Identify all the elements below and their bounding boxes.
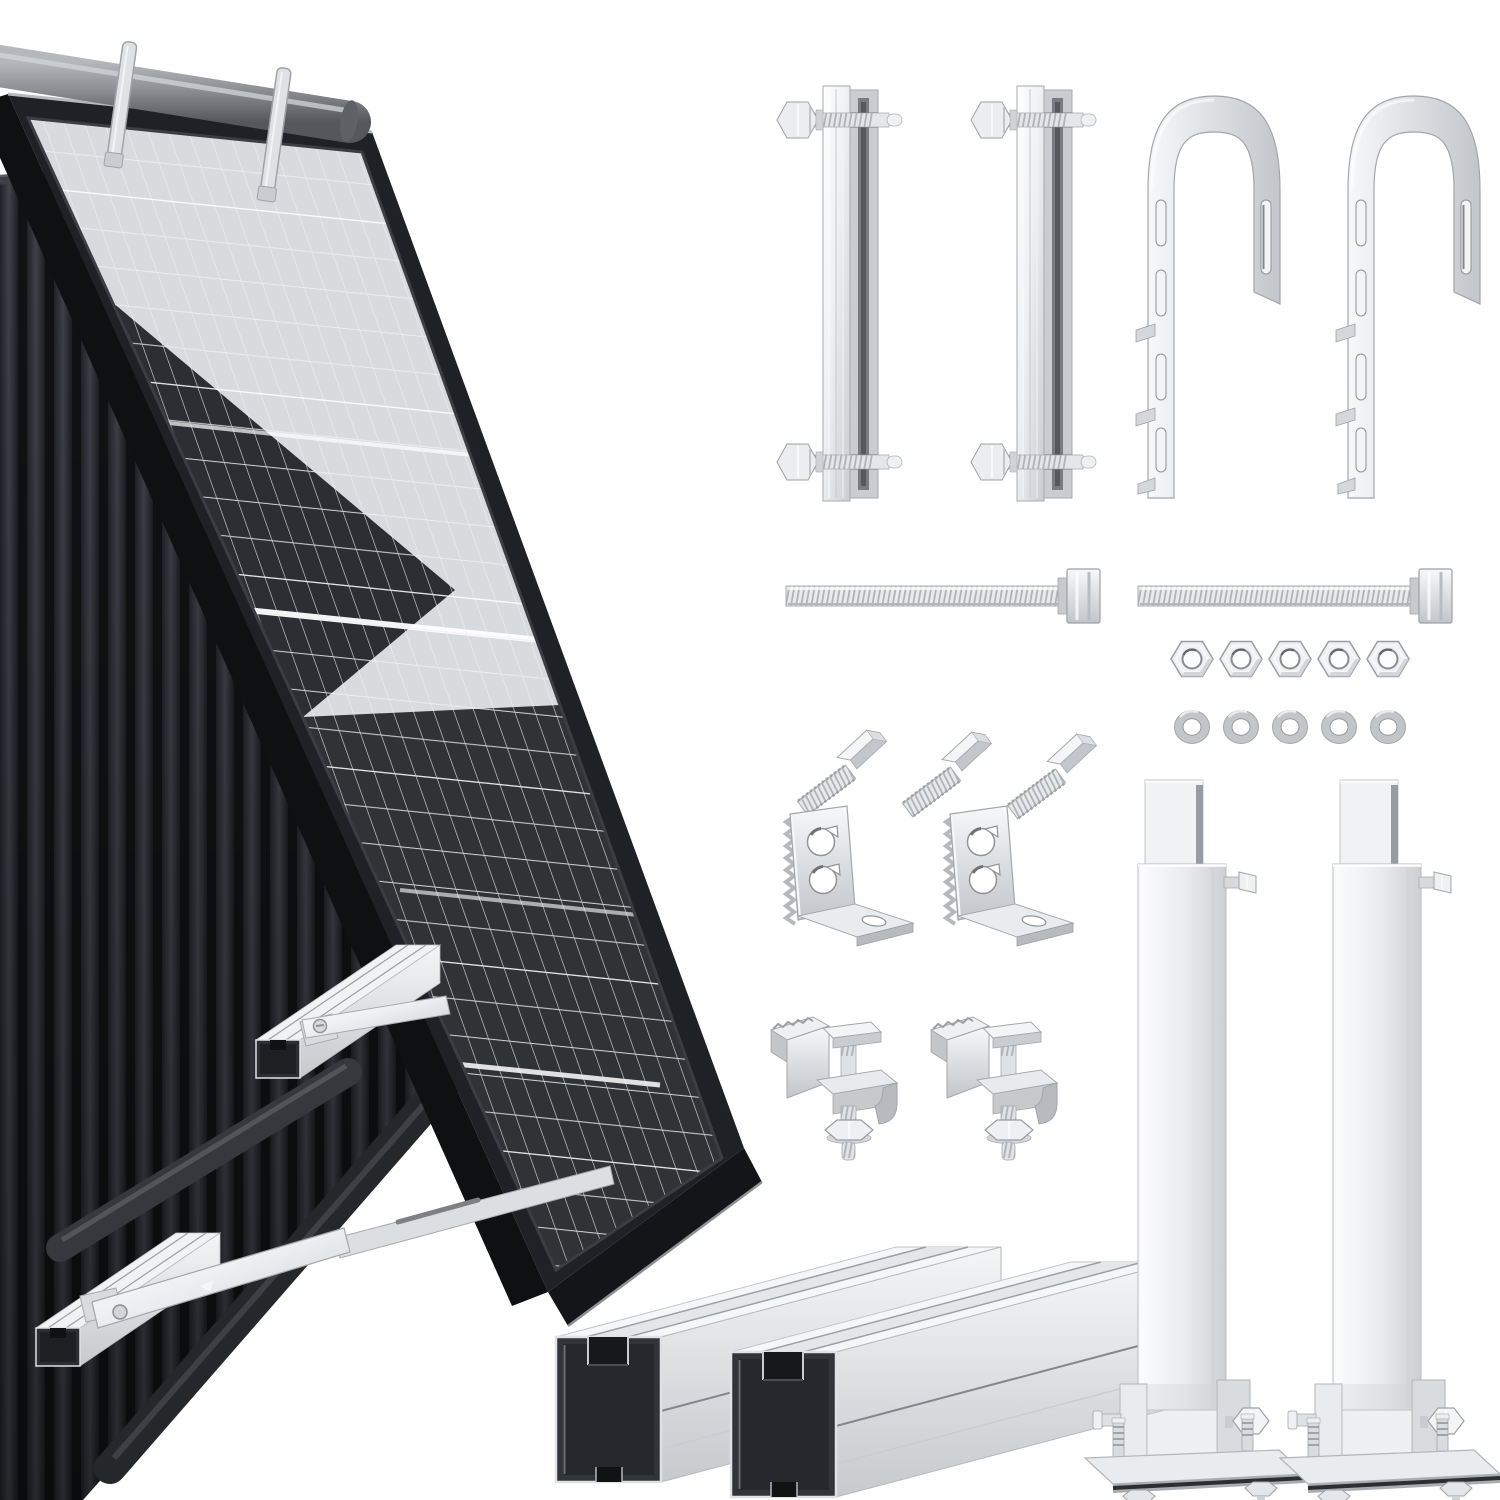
washer-3: [1271, 709, 1309, 745]
panel-bottom-edge-highlight: [567, 1180, 763, 1328]
support-arm-upper: [255, 944, 451, 1079]
mid-rail-tube-sheen: [60, 1063, 348, 1243]
panel-side-depth-bottom: [548, 1148, 762, 1326]
arm-lower-slot: [395, 1197, 481, 1225]
glass-inner-frame-line: [25, 116, 724, 1273]
arm-upper-bar: [301, 995, 451, 1039]
mid-rail-tube: [46, 1058, 362, 1262]
washer-1: [1173, 709, 1211, 745]
washer-4: [1320, 709, 1358, 745]
arm-lower-bolt: [112, 1304, 128, 1320]
support-arm-lower: [35, 1165, 615, 1367]
washer-2: [1222, 709, 1260, 745]
hook-strap-2: [256, 67, 292, 203]
hook-strap-1: [103, 41, 138, 169]
arm-embossed-arrow: [200, 1280, 214, 1292]
tube-end-cap: [339, 100, 359, 142]
arm-lower-sleeve: [91, 1227, 351, 1329]
washer-5: [1369, 709, 1407, 745]
solar-cell-grid: [28, 118, 722, 1270]
